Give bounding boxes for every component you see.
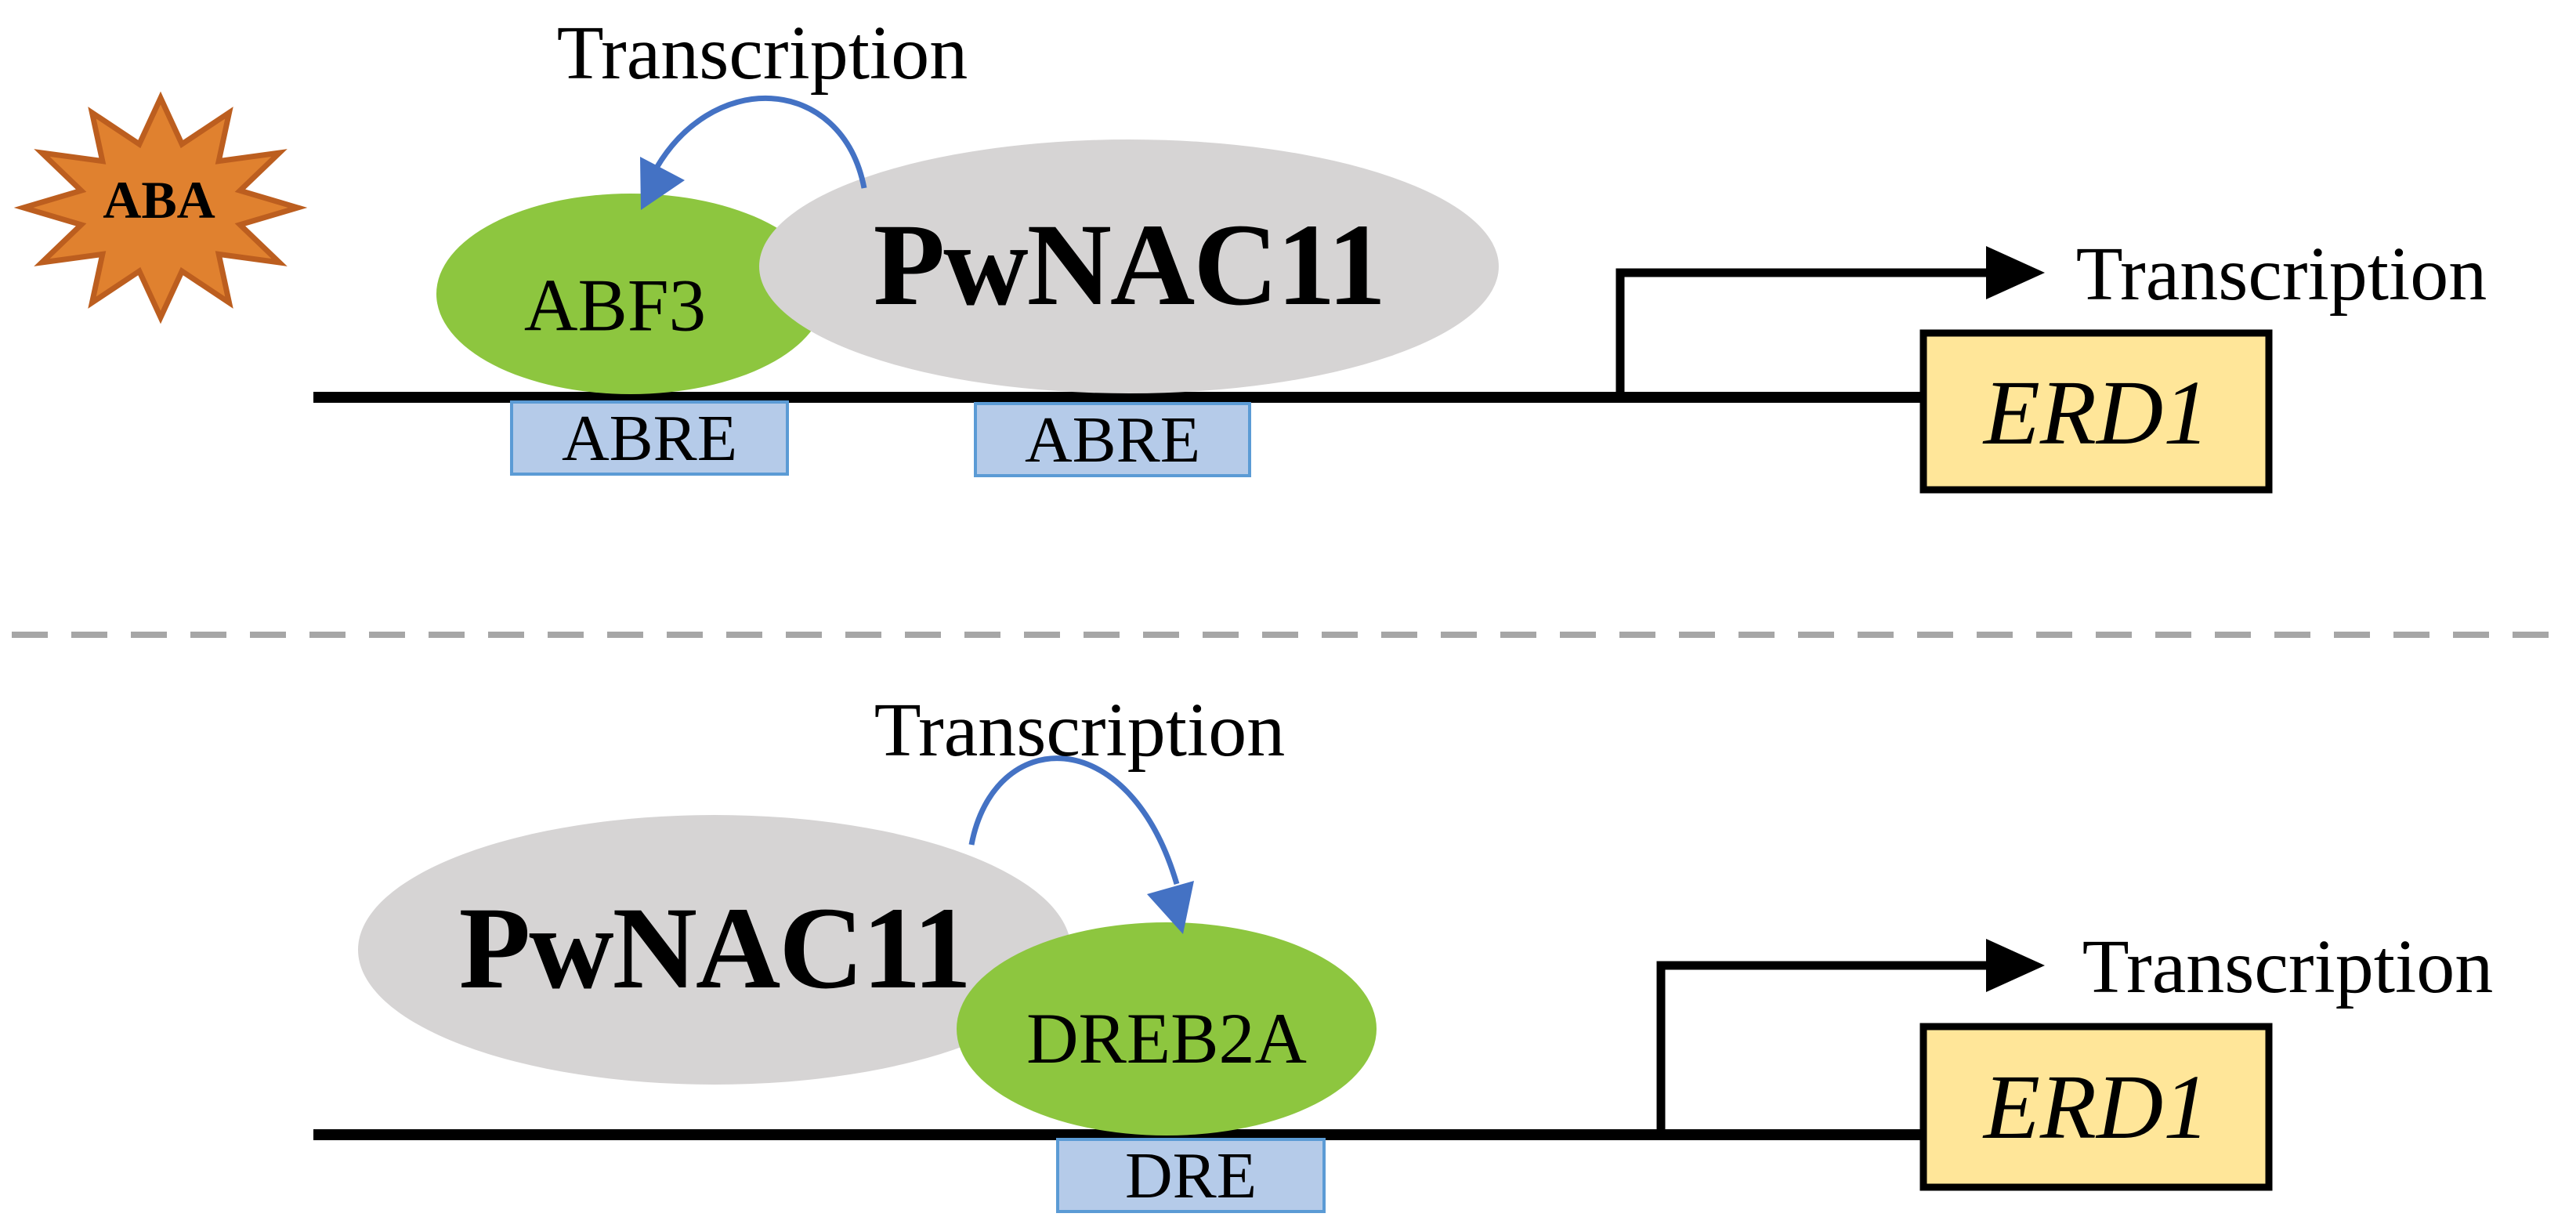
dre-box [1056, 1138, 1326, 1213]
abre-box-1 [510, 400, 789, 476]
pwnac11-ellipse-bottom [358, 815, 1071, 1085]
activation-loop-arrowhead-top-icon [640, 157, 685, 210]
pwnac11-ellipse-top [759, 139, 1499, 393]
activation-loop-arrowhead-bottom-icon [1147, 881, 1194, 934]
pwnac11-label-top: PwNAC11 [873, 200, 1387, 330]
loop-transcription-label-bottom: Transcription [874, 688, 1286, 773]
erd1-gene-box-bottom [1919, 1023, 2273, 1191]
output-transcription-label-bottom: Transcription [2082, 925, 2494, 1009]
transcription-start-arrowhead-top-icon [1986, 246, 2045, 299]
dreb2a-ellipse [957, 922, 1377, 1136]
dreb2a-label: DREB2A [1026, 998, 1307, 1078]
aba-starburst-shape [13, 91, 308, 324]
abf3-label: ABF3 [523, 263, 707, 347]
abf3-ellipse [436, 194, 825, 394]
output-transcription-label-top: Transcription [2075, 232, 2487, 317]
pwnac11-label-bottom: PwNAC11 [458, 883, 972, 1013]
erd1-gene-box-top [1919, 329, 2273, 494]
transcription-start-arrow-bottom [1656, 961, 1992, 1138]
abre-box-2 [974, 402, 1251, 477]
erd1-gene-label-bottom: ERD1 [1983, 1056, 2210, 1158]
abre-label-2: ABRE [1024, 404, 1201, 476]
transcription-start-arrowhead-bottom-icon [1986, 939, 2045, 992]
aba-starburst-polygon [13, 91, 308, 324]
loop-transcription-label-top: Transcription [556, 11, 968, 96]
erd1-gene-label-top: ERD1 [1983, 361, 2210, 464]
dre-label: DRE [1125, 1139, 1257, 1212]
aba-stimulus-label: ABA [103, 170, 215, 230]
abre-label-1: ABRE [561, 402, 738, 475]
activation-loop-arrow-top [649, 96, 867, 189]
transcription-start-arrow-top [1615, 268, 1992, 400]
activation-loop-arrow-bottom [968, 755, 1180, 885]
